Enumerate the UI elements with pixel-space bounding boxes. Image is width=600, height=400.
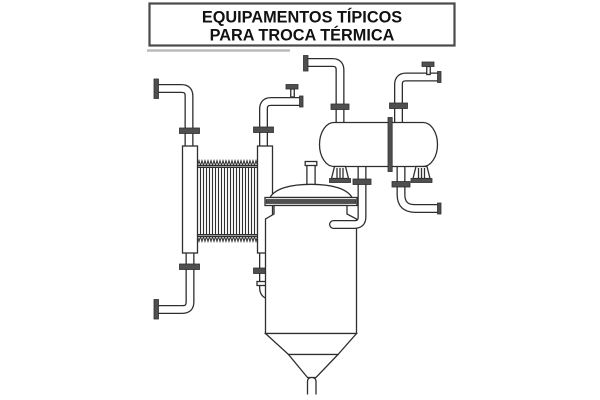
top-left-pipe bbox=[307, 59, 344, 123]
flange-icon bbox=[389, 102, 408, 109]
frame-column-left bbox=[181, 145, 199, 254]
top-right-pipe bbox=[259, 97, 301, 147]
title-shadow-line bbox=[147, 49, 290, 52]
vent-valve-icon bbox=[421, 61, 435, 76]
shell-and-tube-heat-exchanger bbox=[303, 55, 442, 229]
body-flange-band bbox=[265, 199, 357, 204]
nozzle-lip bbox=[304, 160, 318, 167]
top-left-pipe bbox=[307, 58, 345, 123]
top-right-pipe bbox=[395, 73, 440, 123]
page-title-line2: PARA TROCA TÉRMICA bbox=[210, 26, 395, 45]
top-right-pipe bbox=[394, 72, 440, 123]
saddle-support bbox=[410, 165, 433, 183]
gasket-teeth-bottom bbox=[197, 236, 258, 244]
plates bbox=[199, 167, 256, 235]
flange-icon bbox=[179, 127, 200, 134]
pipe-end-flange-icon bbox=[153, 299, 159, 320]
title-frame bbox=[148, 2, 456, 47]
bottom-right-pipe bbox=[397, 166, 440, 212]
flange-icon bbox=[352, 178, 372, 185]
title-box: EQUIPAMENTOS TÍPICOS PARA TROCA TÉRMICA bbox=[147, 2, 456, 52]
bottom-left-pipe bbox=[158, 252, 194, 313]
exchanger-shell bbox=[318, 121, 439, 168]
gasket-teeth-top bbox=[197, 158, 258, 166]
top-left-pipe bbox=[158, 84, 194, 147]
vertical-tank bbox=[263, 160, 358, 395]
bottom-outlet-stub bbox=[306, 376, 317, 395]
flange-icon bbox=[330, 103, 350, 110]
pipe-end-flange-icon bbox=[303, 55, 309, 72]
bottom-left-pipe bbox=[158, 252, 195, 314]
page-title-line1: EQUIPAMENTOS TÍPICOS bbox=[202, 8, 402, 27]
transfer-pipe-to-tank bbox=[330, 162, 366, 228]
top-left-pipe bbox=[158, 85, 193, 147]
flange-icon bbox=[253, 126, 274, 133]
pipe-end-flange-icon bbox=[153, 78, 159, 99]
saddle-support bbox=[329, 165, 351, 183]
girth-flange-band bbox=[387, 117, 393, 172]
vent-valve-icon bbox=[285, 84, 299, 98]
dished-head-dome bbox=[268, 183, 354, 199]
pipe-open-end-icon bbox=[437, 202, 442, 215]
top-right-pipe bbox=[260, 98, 301, 147]
cone-upper bbox=[263, 332, 358, 356]
pipe-open-end-icon bbox=[299, 95, 304, 108]
cone-lower bbox=[287, 353, 340, 379]
flange-icon bbox=[391, 181, 411, 188]
flange-icon bbox=[179, 263, 200, 270]
plate-pack bbox=[197, 158, 258, 244]
pipe-open-end-icon bbox=[437, 71, 442, 83]
